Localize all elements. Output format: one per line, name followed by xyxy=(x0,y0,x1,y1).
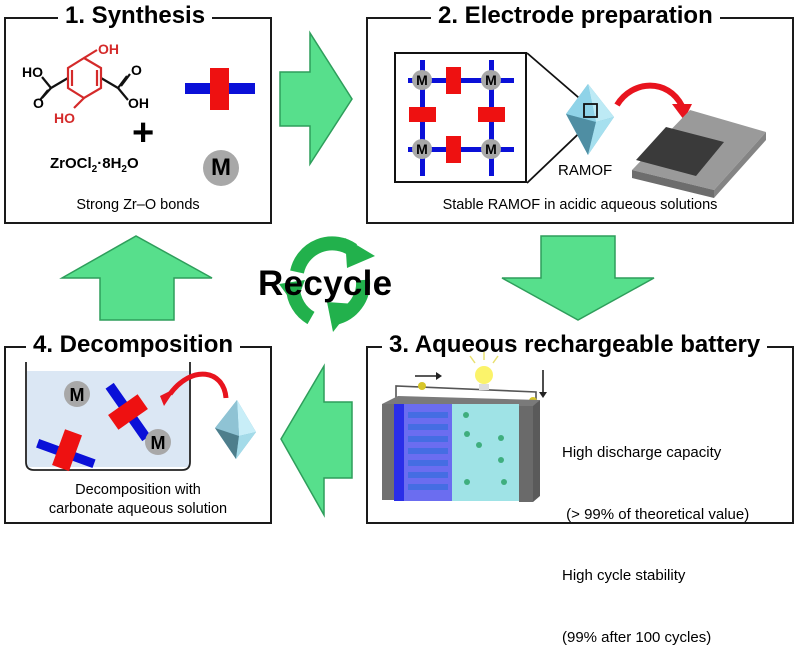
performance-line-discharge-capacity: High discharge capacity xyxy=(562,444,722,461)
atom-label-ho-bottom-red: HO xyxy=(54,110,75,126)
ramof-label: RAMOF xyxy=(558,162,613,179)
curved-arrow-to-electrode-icon xyxy=(614,82,692,120)
formula-base: ZrOCl xyxy=(50,155,92,172)
metal-node-symbol: M xyxy=(211,154,231,181)
electrode-slab-icon xyxy=(632,110,766,198)
formula-mid: ·8H xyxy=(97,155,122,172)
atom-label-oh-right: OH xyxy=(128,95,149,111)
arrow-down-icon xyxy=(501,235,655,321)
performance-line-cycle-retention: (99% after 100 cycles) xyxy=(562,628,712,646)
atom-label-o-left: O xyxy=(33,95,44,111)
lattice-metal-nodes xyxy=(412,70,501,159)
floating-metal-nodes xyxy=(64,381,171,455)
arrow-right-icon xyxy=(279,30,353,167)
light-bulb-icon xyxy=(469,352,499,390)
caption-electrode-preparation: Stable RAMOF in acidic aqueous solutions xyxy=(442,197,718,213)
formula-sub-1: 2 xyxy=(91,164,98,175)
metal-ion-label: M xyxy=(70,385,85,405)
lattice-node-label: M xyxy=(485,72,497,88)
metal-ion-label: M xyxy=(151,433,166,453)
dihydroxyterephthalic-acid-structure: HO O O OH OH HO xyxy=(22,41,149,126)
battery-performance-list: High discharge capacity (> 99% of theore… xyxy=(562,402,749,669)
zirconium-reagent-formula: ZrOCl2·8H2O xyxy=(50,155,139,175)
lattice-node-label: M xyxy=(416,72,428,88)
formula-sub-2: 2 xyxy=(121,164,127,175)
atom-label-o-right: O xyxy=(131,62,142,78)
lattice-node-label: M xyxy=(485,141,497,157)
panel-title-decomposition: 4. Decomposition xyxy=(26,331,241,359)
performance-line-theoretical-value: (> 99% of theoretical value) xyxy=(562,505,750,523)
decomposing-crystal-icon xyxy=(215,400,256,459)
lattice-node-label: M xyxy=(416,141,428,157)
plus-sign: + xyxy=(132,112,155,154)
panel-title-aqueous-battery: 3. Aqueous rechargeable battery xyxy=(382,331,768,359)
panel-title-synthesis: 1. Synthesis xyxy=(58,2,213,30)
caption-decomposition-line-2: carbonate aqueous solution xyxy=(48,501,228,517)
recycle-icon xyxy=(279,236,375,332)
panel-title-electrode-preparation: 2. Electrode preparation xyxy=(431,2,720,30)
beaker-with-solution: M M xyxy=(25,362,256,472)
arrow-left-icon xyxy=(280,363,353,518)
atom-label-ho-top: HO xyxy=(22,64,43,80)
arrow-up-icon xyxy=(59,235,213,321)
performance-line-cycle-stability: High cycle stability xyxy=(562,567,686,584)
atom-label-oh-top-red: OH xyxy=(98,41,119,57)
mof-lattice-diagram: M M M M xyxy=(394,52,527,183)
caption-synthesis: Strong Zr–O bonds xyxy=(76,197,200,213)
ramof-crystal-icon xyxy=(526,52,614,184)
caption-decomposition-line-1: Decomposition with xyxy=(75,482,201,498)
panel-synthesis xyxy=(4,17,272,224)
formula-end: O xyxy=(126,155,139,172)
flow-arrows xyxy=(59,30,655,518)
linker-symbol xyxy=(185,68,255,110)
recycle-label: Recycle xyxy=(258,264,393,303)
battery-illustration xyxy=(382,352,547,502)
metal-node-icon: M xyxy=(203,150,239,186)
